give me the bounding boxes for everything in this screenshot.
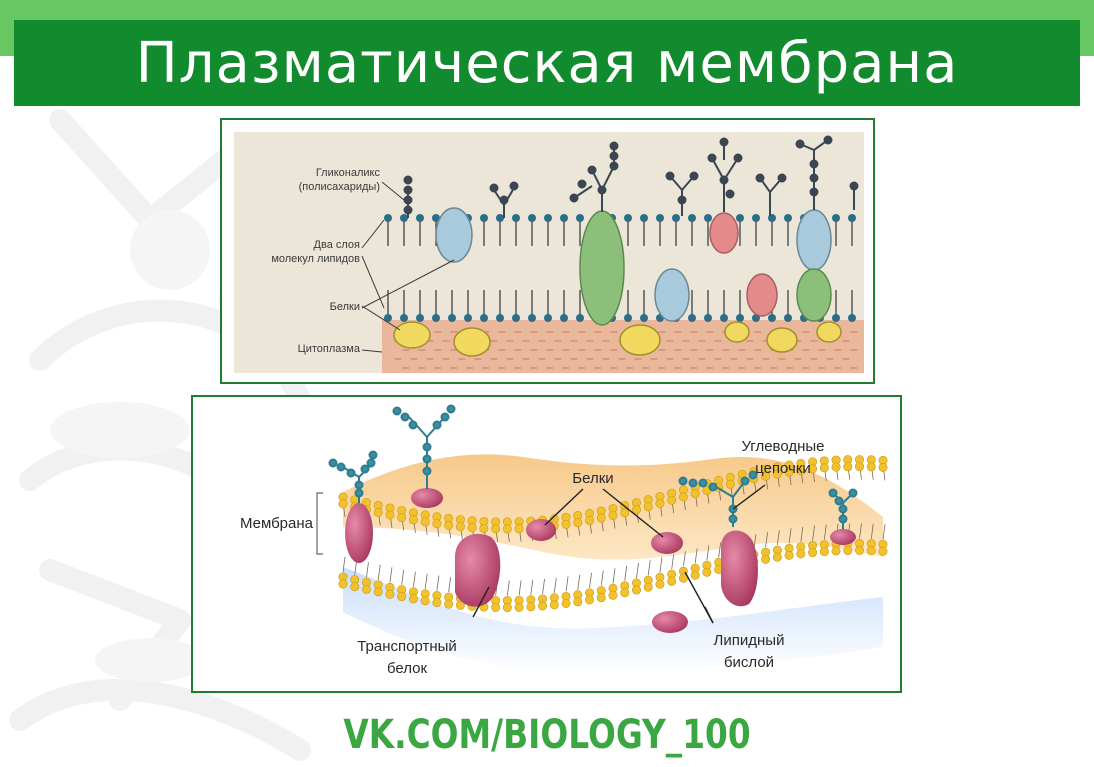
figure-bottom-panel: Мембрана Белки Углеводные цепочки Трансп…	[191, 395, 902, 693]
label-transport-1: Транспортный	[357, 638, 457, 655]
protein-blue	[654, 268, 690, 322]
protein-green	[796, 268, 832, 322]
protein-surface	[830, 529, 856, 545]
figure-top-panel: Гликоналикс (полисахариды) Два слоя моле…	[220, 118, 875, 384]
transport-protein	[455, 533, 501, 607]
protein-pink	[709, 212, 739, 254]
protein-yellow	[724, 321, 750, 343]
membrane-3d: Мембрана Белки Углеводные цепочки Трансп…	[240, 404, 888, 677]
page-title: Плазматическая мембрана	[135, 30, 959, 96]
label-carb-2: цепочки	[755, 460, 811, 477]
protein-surface	[651, 532, 683, 554]
bottom-leader-lines	[472, 484, 766, 624]
membrane-bracket	[316, 492, 323, 555]
label-bilayer-1: Два слоя	[314, 239, 361, 251]
label-glycocalyx-2: (полисахариды)	[299, 181, 380, 193]
label-cytoplasm: Цитоплазма	[298, 343, 361, 355]
label-lipid-2: бислой	[724, 654, 774, 671]
protein-transmembrane	[721, 530, 758, 607]
label-proteins: Белки	[330, 301, 360, 313]
watermark-mascot	[9, 109, 311, 761]
protein-green-transmembrane	[579, 210, 625, 326]
protein-blue	[435, 207, 473, 263]
proteins-schematic	[393, 207, 842, 357]
label-bilayer-2: молекул липидов	[271, 253, 360, 265]
label-lipid-1: Липидный	[714, 632, 785, 649]
protein-yellow	[816, 321, 842, 343]
glycocalyx-chains	[403, 135, 859, 218]
title-bar: Плазматическая мембрана	[14, 20, 1080, 106]
top-labels: Гликоналикс (полисахариды) Два слоя моле…	[271, 167, 380, 355]
protein-blue	[796, 209, 832, 271]
protein-surface	[526, 519, 556, 541]
label-glycocalyx-1: Гликоналикс	[316, 167, 381, 179]
protein-yellow	[619, 324, 661, 356]
protein-bottom	[652, 611, 688, 633]
label-membrane: Мембрана	[240, 515, 314, 532]
label-proteins: Белки	[572, 470, 613, 487]
carbohydrate-chains	[328, 404, 858, 529]
protein-pink	[746, 273, 778, 317]
label-transport-2: белок	[387, 660, 428, 677]
protein-surface	[411, 488, 443, 508]
footer-link[interactable]: VK.COM/BIOLOGY_100	[343, 712, 751, 758]
membrane-schematic: Гликоналикс (полисахариды) Два слоя моле…	[234, 132, 864, 373]
bottom-labels: Мембрана Белки Углеводные цепочки Трансп…	[240, 438, 825, 677]
top-leader-lines	[361, 181, 455, 353]
protein-yellow	[393, 321, 431, 349]
membrane-shadow	[343, 567, 883, 673]
protein-edge	[345, 503, 373, 563]
protein-yellow	[453, 327, 491, 357]
cytoplasm-dashes	[394, 331, 858, 369]
label-carb-1: Углеводные	[741, 438, 824, 455]
protein-yellow	[766, 327, 798, 353]
